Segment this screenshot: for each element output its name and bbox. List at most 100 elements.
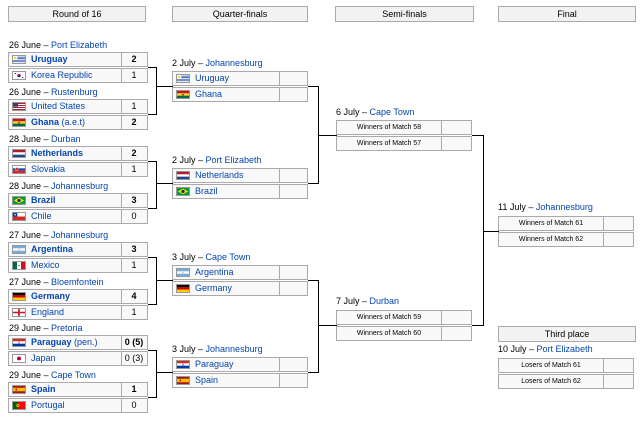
venue-link[interactable]: Johannesburg [205, 58, 263, 68]
r16-team-row: Korea Republic 1 [8, 68, 148, 83]
r16-team-row: Brazil 3 [8, 193, 148, 208]
team-link[interactable]: Slovakia [31, 164, 66, 174]
team-score: 0 [131, 400, 137, 410]
team-link[interactable]: Chile [31, 211, 52, 221]
venue-link[interactable]: Bloemfontein [51, 277, 104, 287]
qf-team-row: Netherlands [172, 168, 308, 183]
bracket-connector [156, 280, 173, 281]
sf-team-row: Winners of Match 60 [336, 326, 472, 341]
bracket-connector [148, 397, 157, 398]
ghana-flag-icon [176, 90, 190, 99]
team-link[interactable]: Brazil [31, 195, 56, 205]
team-link[interactable]: Mexico [31, 260, 60, 270]
bracket-connector [148, 257, 157, 258]
netherlands-flag-icon [176, 171, 190, 180]
team-link[interactable]: Netherlands [195, 170, 244, 180]
sf-match-2-date: 7 July – Durban [336, 295, 399, 307]
qf-team-row: Ghana [172, 87, 308, 102]
japan-flag-icon [12, 354, 26, 363]
qf-match-2-date: 2 July – Port Elizabeth [172, 154, 262, 166]
team-link[interactable]: Portugal [31, 400, 65, 410]
venue-link[interactable]: Cape Town [369, 107, 415, 117]
result-note[interactable]: (pen.) [74, 337, 98, 347]
r16-match-5-date: 27 June – Johannesburg [9, 229, 108, 241]
team-link[interactable]: Paraguay [195, 359, 234, 369]
team-score [603, 217, 633, 230]
sf-team-row: Winners of Match 59 [336, 310, 472, 325]
team-score: 3 [131, 244, 137, 254]
team-link[interactable]: Netherlands [31, 148, 84, 158]
r16-match-7-date: 29 June – Pretoria [9, 322, 83, 334]
team-score: 0 (3) [124, 353, 144, 363]
team-link[interactable]: Argentina [195, 267, 234, 277]
venue-link[interactable]: Port Elizabeth [536, 344, 593, 354]
placeholder-team: Winners of Match 59 [337, 311, 442, 324]
venue-link[interactable]: Durban [51, 134, 81, 144]
r16-match-2-date: 26 June – Rustenburg [9, 86, 98, 98]
venue-link[interactable]: Port Elizabeth [205, 155, 262, 165]
team-link[interactable]: Paraguay [31, 337, 72, 347]
venue-link[interactable]: Pretoria [51, 323, 83, 333]
team-link[interactable]: Brazil [195, 186, 218, 196]
bracket-connector [156, 257, 157, 305]
match-date: 6 July [336, 107, 360, 117]
team-link[interactable]: Ghana [195, 89, 223, 99]
bracket-connector [308, 86, 319, 87]
date-separator: – [359, 296, 370, 306]
team-link[interactable]: Uruguay [31, 54, 68, 64]
header-quarter-finals: Quarter-finals [172, 6, 308, 22]
qf-match-1-date: 2 July – Johannesburg [172, 57, 263, 69]
result-note[interactable]: (a.e.t) [61, 117, 86, 127]
team-link[interactable]: England [31, 307, 65, 317]
team-score: 1 [131, 70, 137, 80]
team-score: 3 [131, 195, 137, 205]
team-score [279, 266, 307, 279]
venue-link[interactable]: Cape Town [51, 370, 96, 380]
team-link[interactable]: Korea Republic [31, 70, 93, 80]
team-score [603, 375, 633, 388]
usa-flag-icon [12, 102, 26, 111]
venue-link[interactable]: Durban [369, 296, 400, 306]
r16-match-8-date: 29 June – Cape Town [9, 369, 96, 381]
placeholder-team: Losers of Match 61 [499, 359, 604, 372]
team-score: 2 [131, 54, 137, 64]
venue-link[interactable]: Johannesburg [535, 202, 593, 212]
match-date: 3 July [172, 252, 196, 262]
venue-link[interactable]: Rustenburg [51, 87, 98, 97]
header-semi-finals: Semi-finals [335, 6, 474, 22]
match-date: 11 July [498, 202, 526, 212]
team-link[interactable]: Uruguay [195, 73, 230, 83]
team-link[interactable]: Spain [195, 375, 219, 385]
qf-team-row: Spain [172, 373, 308, 388]
team-link[interactable]: Germany [195, 283, 233, 293]
qf-match-3-date: 3 July – Cape Town [172, 251, 250, 263]
bracket-connector [148, 67, 157, 68]
venue-link[interactable]: Port Elizabeth [51, 40, 108, 50]
venue-link[interactable]: Johannesburg [51, 230, 109, 240]
team-score [279, 358, 307, 371]
date-separator: – [195, 252, 206, 262]
sf-team-row: Winners of Match 57 [336, 136, 472, 151]
third-place-match-date: 10 July – Port Elizabeth [498, 343, 593, 355]
date-separator: – [195, 344, 206, 354]
bracket-connector [156, 67, 157, 115]
venue-link[interactable]: Cape Town [205, 252, 251, 262]
bracket-connector [308, 280, 319, 281]
team-score [279, 282, 307, 295]
team-link[interactable]: United States [31, 101, 86, 111]
sf-team-row: Winners of Match 58 [336, 120, 472, 135]
r16-team-row: Portugal 0 [8, 398, 148, 413]
team-link[interactable]: Ghana [31, 117, 60, 127]
venue-link[interactable]: Johannesburg [205, 344, 263, 354]
team-score [603, 359, 633, 372]
team-score [279, 185, 307, 198]
match-date: 7 July [336, 296, 360, 306]
team-link[interactable]: Germany [31, 291, 71, 301]
team-link[interactable]: Argentina [31, 244, 74, 254]
bracket-connector [156, 372, 173, 373]
venue-link[interactable]: Johannesburg [51, 181, 109, 191]
team-score [441, 121, 471, 134]
team-link[interactable]: Spain [31, 384, 56, 394]
team-link[interactable]: Japan [31, 353, 56, 363]
